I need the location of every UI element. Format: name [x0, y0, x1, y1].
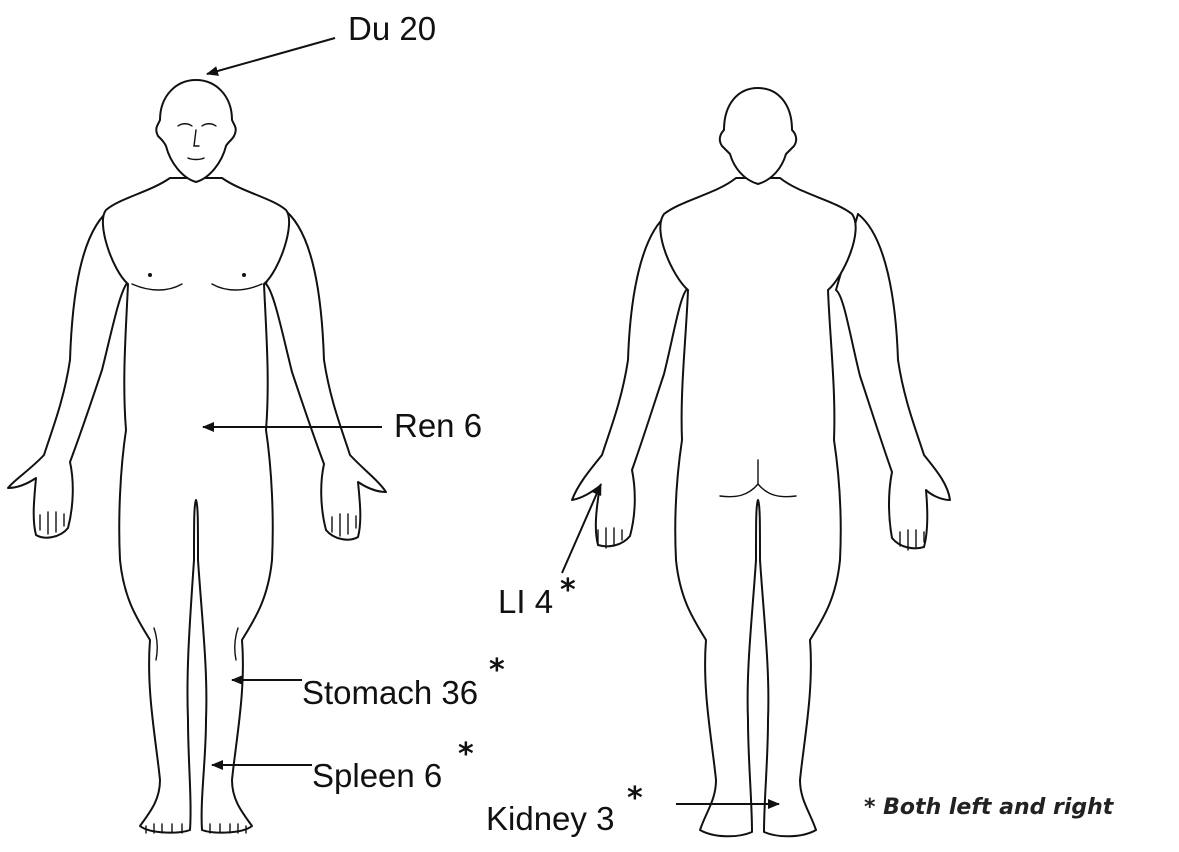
front-right-arm: [266, 208, 386, 540]
kidney3-label: Kidney 3: [486, 802, 614, 835]
du20-label: Du 20: [348, 12, 436, 45]
li4-label: LI 4: [498, 585, 553, 618]
front-left-arm: [8, 208, 128, 538]
kidney3-asterisk: *: [627, 784, 643, 814]
front-torso: [103, 178, 289, 833]
back-right-arm: [836, 214, 950, 548]
front-nipple-right: [242, 273, 246, 277]
back-figure: [572, 88, 950, 836]
back-head: [720, 88, 796, 184]
footnote-both-sides: * Both left and right: [864, 797, 1113, 819]
li4-asterisk: *: [560, 576, 576, 606]
spleen6-asterisk: *: [458, 740, 474, 770]
stomach36-asterisk: *: [489, 656, 505, 686]
back-torso: [660, 178, 855, 836]
spleen6-label: Spleen 6: [312, 759, 442, 792]
ren6-label: Ren 6: [394, 409, 482, 442]
stomach36-label: Stomach 36: [302, 676, 478, 709]
du20-arrow: [207, 38, 335, 74]
front-nipple-left: [148, 273, 152, 277]
front-figure: [8, 80, 386, 833]
